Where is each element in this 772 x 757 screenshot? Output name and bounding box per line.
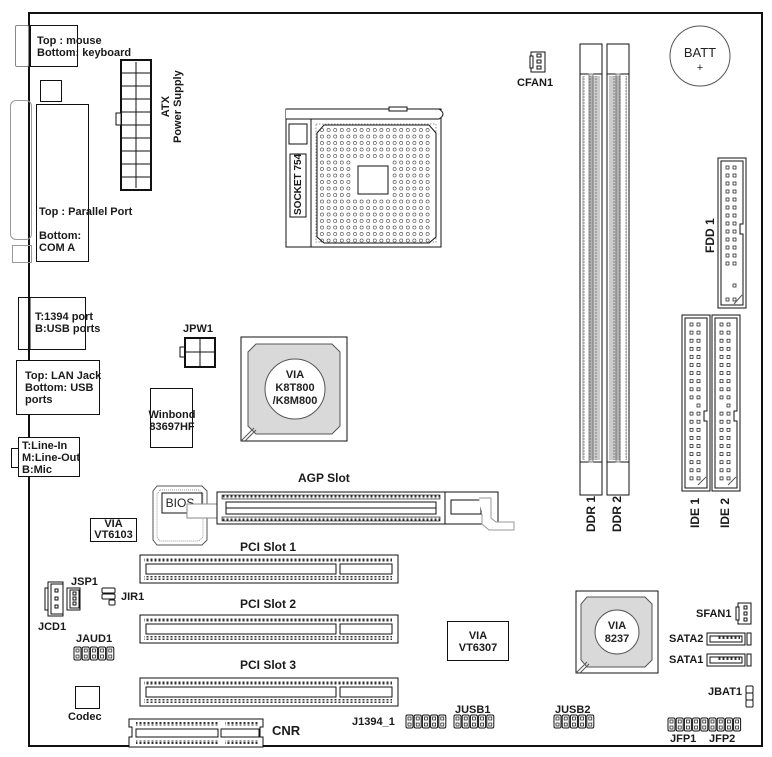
jfp2-label: JFP2 [709,733,736,745]
firewire-chip-label-1: VIA [468,630,488,642]
audio-jacks-label: T:Line-In M:Line-Out B:Mic [22,440,81,476]
pci-slot-1-label: PCI Slot 1 [240,540,297,554]
jusb2-label: JUSB2 [555,704,591,716]
atx-label: ATX [160,96,172,118]
jir1-label: JIR1 [121,591,145,603]
codec-label: Codec [68,711,102,723]
pci-slot-3[interactable] [138,677,400,707]
ide2-connector [711,314,741,492]
northbridge-chip: VIA K8T800 /K8M800 [240,336,348,442]
jsp1-label: JSP1 [71,576,98,588]
southbridge-label-1: VIA [608,620,626,632]
sata2-label: SATA2 [669,633,704,645]
jcd1-jsp1-headers[interactable] [44,580,85,622]
northbridge-label-1: VIA [286,369,304,381]
ide-connectors[interactable] [680,313,744,493]
pci-slot-2-label: PCI Slot 2 [240,597,297,611]
battery-label: BATT [684,45,716,60]
jir1-header[interactable] [101,587,117,607]
jcd1-label: JCD1 [38,621,67,633]
lan-chip-label-1: VIA [104,518,123,530]
ps2-port-label: Top : mouse Bottom: keyboard [37,35,132,59]
lan-usb-label: Top: LAN Jack Bottom: USB ports [25,370,102,406]
superio-chip [150,388,193,448]
cpu-socket-label: SOCKET 754 [293,153,304,215]
jbat1-jumper[interactable] [745,685,755,709]
ddr2-slot [606,43,630,496]
j1394-label: J1394_1 [352,716,395,728]
ddr1-label: DDR 1 [584,495,598,532]
jusb2-header[interactable] [553,714,595,730]
system-fan-label: SFAN1 [696,608,732,620]
jbat1-label: JBAT1 [708,686,743,698]
lan-controller-chip [90,518,137,542]
ieee1394-usb-port[interactable] [18,297,86,350]
ddr-slots[interactable] [578,42,648,497]
pci-slot-3-label: PCI Slot 3 [240,658,297,672]
ide2-label: IDE 2 [718,497,732,528]
cmos-battery: BATT + [669,25,731,87]
sata2-connector[interactable] [706,632,752,646]
lan-chip-label-2: VT6103 [94,529,133,541]
northbridge-label-3: /K8M800 [273,395,318,407]
southbridge-chip: VIA 8237 [575,590,659,674]
battery-polarity: + [697,62,703,74]
ide1-connector [681,314,711,492]
jaud1-label: JAUD1 [76,633,113,645]
pci-slot-1[interactable] [138,554,400,584]
jaud1-header[interactable] [73,646,115,661]
firewire-controller-chip [447,621,509,661]
lan-usb-port[interactable] [16,360,100,415]
jpw1-label: JPW1 [183,323,213,335]
ps2-port-bezel [15,25,29,67]
superio-label-2: 83697HF [149,421,195,433]
jfp-headers[interactable] [667,717,743,733]
atx-power-connector[interactable] [115,58,158,193]
superio-label-1: Winbond [148,409,196,421]
audio-jacks[interactable] [18,437,80,477]
parallel-com-port[interactable] [36,104,89,262]
southbridge-label-2: 8237 [605,633,629,645]
ieee1394-usb-label: T:1394 port B:USB ports [35,311,101,335]
com-port-label: Bottom: COM A [39,230,82,254]
firewire-chip-label-2: VT6307 [458,642,498,654]
cpu-socket-754[interactable] [284,105,444,250]
jpw1-connector[interactable] [179,337,216,369]
fdd-connector[interactable] [716,156,748,310]
cpu-fan-label: CFAN1 [517,77,554,89]
northbridge-label-2: K8T800 [275,382,314,394]
rear-jumper [40,80,62,102]
ide1-label: IDE 1 [688,497,702,528]
jusb1-header[interactable] [453,714,495,730]
atx-power-label: ATX Power Supply [160,70,184,143]
power-supply-label: Power Supply [172,70,184,143]
jfp1-label: JFP1 [670,733,697,745]
ps2-port[interactable] [30,25,78,67]
fdd-label: FDD 1 [703,218,717,253]
ddr1-slot [579,43,603,496]
agp-slot-label: AGP Slot [298,471,350,485]
cnr-slot[interactable] [127,717,267,749]
audio-codec-chip [75,686,100,709]
bios-chip: BIOS [152,485,208,546]
pci-slot-2[interactable] [138,614,400,644]
cnr-label: CNR [272,723,301,738]
com-port-bezel [12,245,32,263]
sata1-label: SATA1 [669,654,704,666]
system-fan-header[interactable] [735,602,752,626]
parallel-port-label: Top : Parallel Port [39,206,133,218]
j1394-header[interactable] [405,714,447,730]
agp-slot[interactable] [186,490,516,532]
cpu-pin-grid [320,128,430,243]
jusb1-label: JUSB1 [455,704,491,716]
cpu-fan-header[interactable] [529,51,546,73]
sata1-connector[interactable] [706,653,752,667]
parallel-port-bezel [10,100,32,240]
ddr2-label: DDR 2 [610,495,624,532]
